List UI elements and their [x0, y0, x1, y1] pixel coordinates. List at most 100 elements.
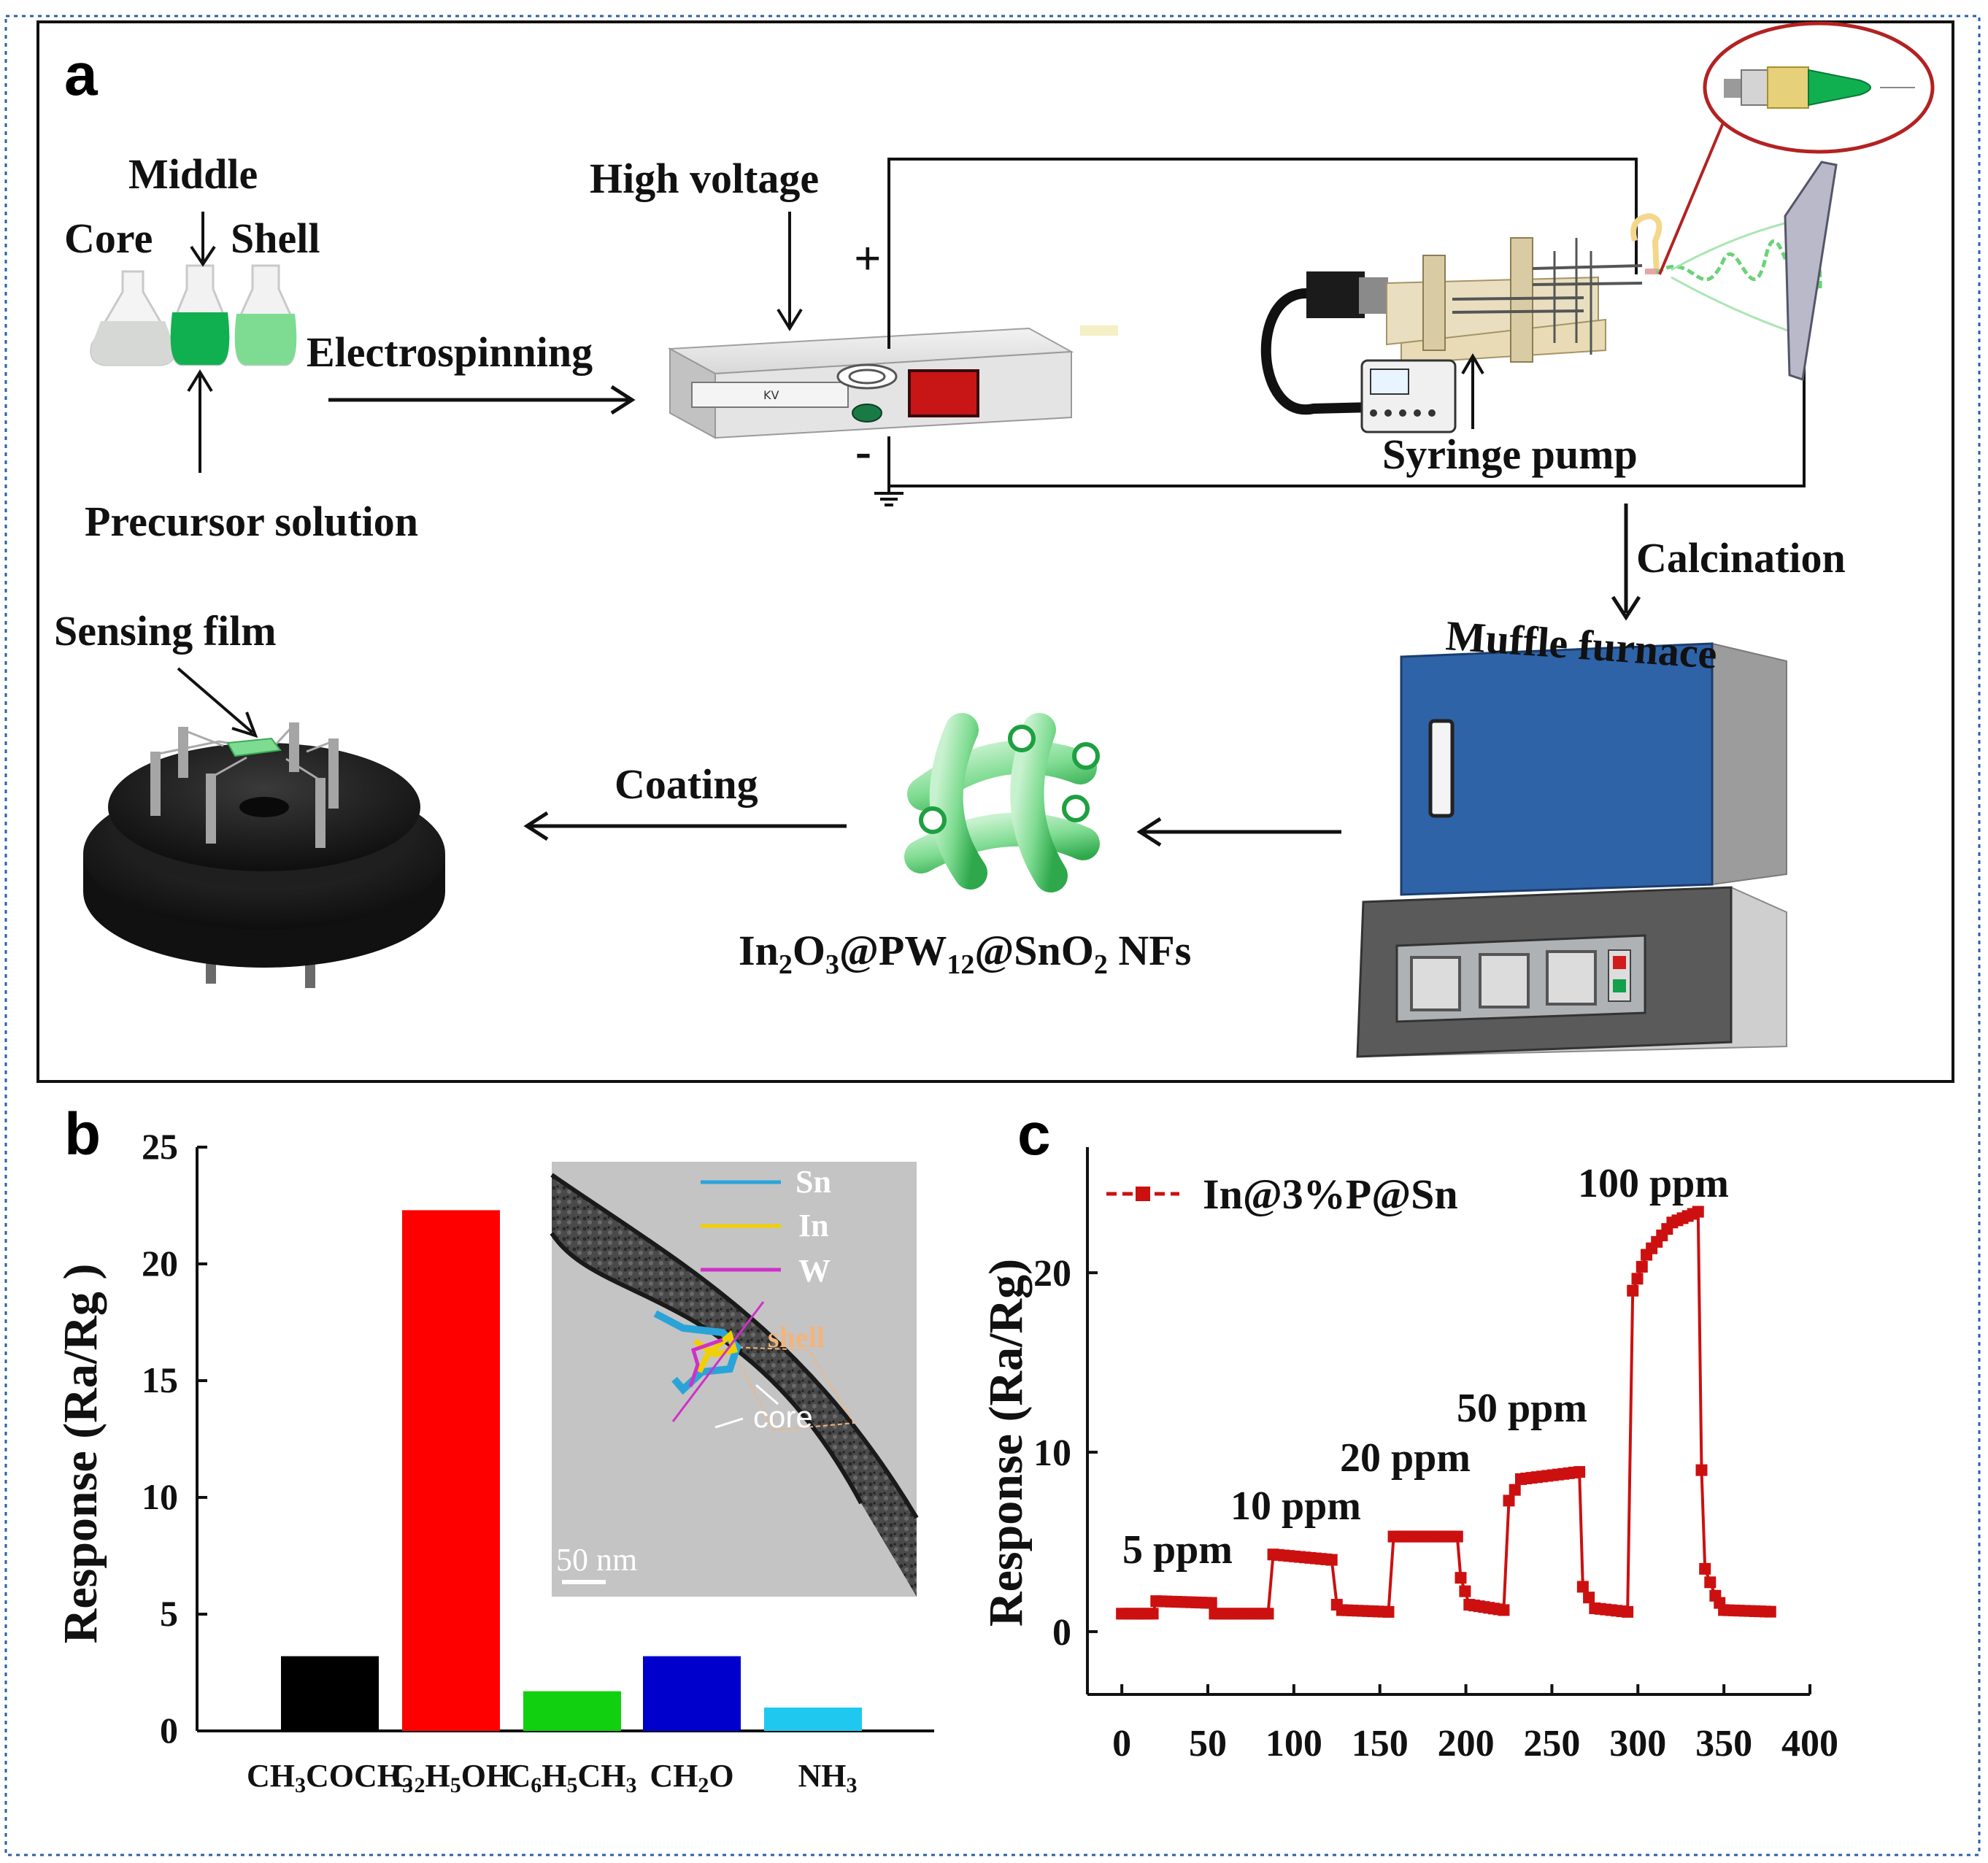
inset-core-label: core — [753, 1400, 813, 1434]
series-marker — [1509, 1484, 1521, 1496]
label-electrospinning: Electrospinning — [307, 328, 593, 376]
c-x-tick-label: 400 — [1781, 1723, 1838, 1764]
label-product-nfs: In2O3@PW12@SnO2 NFs — [739, 927, 1191, 980]
c-y-axis-label: Response (Ra/Rg) — [979, 1259, 1033, 1627]
b-y-tick-label: 10 — [142, 1476, 178, 1517]
tem-shell-outline — [730, 1346, 855, 1432]
b-y-tick-label: 5 — [160, 1593, 178, 1634]
b-y-tick-label: 20 — [142, 1243, 178, 1284]
series-marker — [1764, 1605, 1776, 1618]
series-marker — [1636, 1260, 1648, 1273]
series-marker — [1704, 1576, 1717, 1589]
series-marker — [1382, 1605, 1395, 1618]
panel-b-letter: b — [64, 1101, 101, 1168]
c-x-tick-label: 300 — [1609, 1723, 1666, 1764]
c-x-tick-label: 0 — [1112, 1723, 1131, 1764]
c-y-tick-label: 20 — [1033, 1253, 1071, 1295]
bar-C6H5CH3 — [523, 1691, 621, 1731]
c-x-tick-label: 100 — [1265, 1723, 1322, 1764]
b-y-tick-label: 15 — [142, 1359, 178, 1400]
series-marker — [1459, 1585, 1471, 1597]
panel-c-letter: c — [1017, 1101, 1051, 1168]
b-category-label: C6H5CH3 — [507, 1758, 636, 1797]
series-marker — [1695, 1464, 1708, 1476]
series-marker — [1498, 1604, 1510, 1616]
arrow-syringe-pump — [1461, 353, 1484, 429]
c-step-label: 10 ppm — [1230, 1484, 1361, 1529]
label-middle: Middle — [128, 150, 258, 198]
b-category-label: CH2O — [650, 1758, 733, 1797]
series-marker — [1503, 1494, 1515, 1507]
label-coating: Coating — [614, 760, 758, 808]
label-sensing-film: Sensing film — [54, 607, 277, 655]
c-legend-marker — [1136, 1187, 1150, 1201]
bar-CH2O — [643, 1656, 741, 1731]
arrow-calcination — [1611, 504, 1641, 621]
series-marker — [1205, 1597, 1217, 1609]
arrow-coating — [523, 811, 847, 841]
c-x-tick-label: 350 — [1695, 1723, 1752, 1764]
series-marker — [1699, 1562, 1711, 1575]
series-marker — [1583, 1592, 1595, 1604]
c-x-tick-label: 50 — [1189, 1723, 1227, 1764]
middle-flask — [170, 264, 230, 366]
inset-core-arrows — [714, 1384, 779, 1429]
label-precursor-solution: Precursor solution — [85, 498, 418, 545]
inset-legend: Sn In W — [701, 1164, 831, 1289]
arrow-furnace-to-nanofibers — [1136, 817, 1341, 847]
c-step-label: 50 ppm — [1457, 1386, 1587, 1431]
gas-sensor-device — [83, 722, 445, 988]
c-x-tick-label: 250 — [1523, 1723, 1580, 1764]
c-step-label: 5 ppm — [1122, 1527, 1233, 1573]
inset-scale-bar-label: 50 nm — [556, 1542, 637, 1578]
label-minus: - — [855, 425, 871, 478]
c-step-label: 20 ppm — [1340, 1435, 1471, 1481]
legend-sn: Sn — [795, 1164, 831, 1200]
arrow-middle-down — [190, 212, 216, 267]
tem-nanofiber — [552, 1175, 917, 1597]
c-y-tick-label: 0 — [1052, 1612, 1071, 1654]
label-syringe-pump: Syringe pump — [1382, 431, 1638, 478]
label-high-voltage: High voltage — [590, 155, 819, 202]
high-voltage-supply: KV — [667, 327, 1074, 439]
kv-display-label: KV — [763, 388, 779, 402]
series-marker — [1573, 1466, 1586, 1478]
edx-line-profiles — [653, 1301, 765, 1422]
outer-dotted-border — [4, 15, 1981, 1856]
fiber-jet-and-collector — [1655, 161, 1838, 381]
arrow-sensing-film — [177, 667, 258, 738]
syringe-pump-apparatus — [1260, 212, 1663, 433]
c-step-label: 100 ppm — [1578, 1161, 1729, 1206]
b-y-tick-label: 0 — [160, 1710, 178, 1751]
series-marker — [1627, 1284, 1639, 1297]
c-x-tick-label: 150 — [1352, 1723, 1409, 1764]
series-marker — [1622, 1605, 1634, 1618]
inset-shell-label: shell — [768, 1321, 825, 1354]
series-marker — [1451, 1530, 1463, 1543]
muffle-furnace — [1356, 642, 1787, 1058]
label-plus: + — [854, 232, 882, 285]
series-marker — [1147, 1608, 1159, 1620]
bar-CH3COCH3 — [281, 1656, 379, 1731]
label-calcination: Calcination — [1636, 534, 1846, 582]
arrow-precursor-up — [187, 369, 213, 473]
series-marker — [1455, 1572, 1467, 1584]
series-marker — [1325, 1554, 1338, 1566]
series-marker — [1692, 1206, 1704, 1218]
c-legend-label: In@3%P@Sn — [1203, 1170, 1458, 1218]
legend-in: In — [798, 1208, 829, 1243]
pump-control-box — [1360, 359, 1457, 433]
panel-a-letter: a — [64, 42, 99, 108]
series-marker — [1631, 1273, 1644, 1285]
nanofiber-bundle — [904, 713, 1100, 892]
label-core: Core — [64, 215, 153, 262]
b-category-label: C2H5OH — [391, 1758, 511, 1797]
b-y-tick-label: 25 — [142, 1126, 178, 1167]
connector-stub — [1080, 325, 1118, 336]
b-y-axis-label: Response (Ra/Rg ) — [54, 1264, 107, 1644]
b-category-label: CH3COCH3 — [247, 1758, 413, 1797]
